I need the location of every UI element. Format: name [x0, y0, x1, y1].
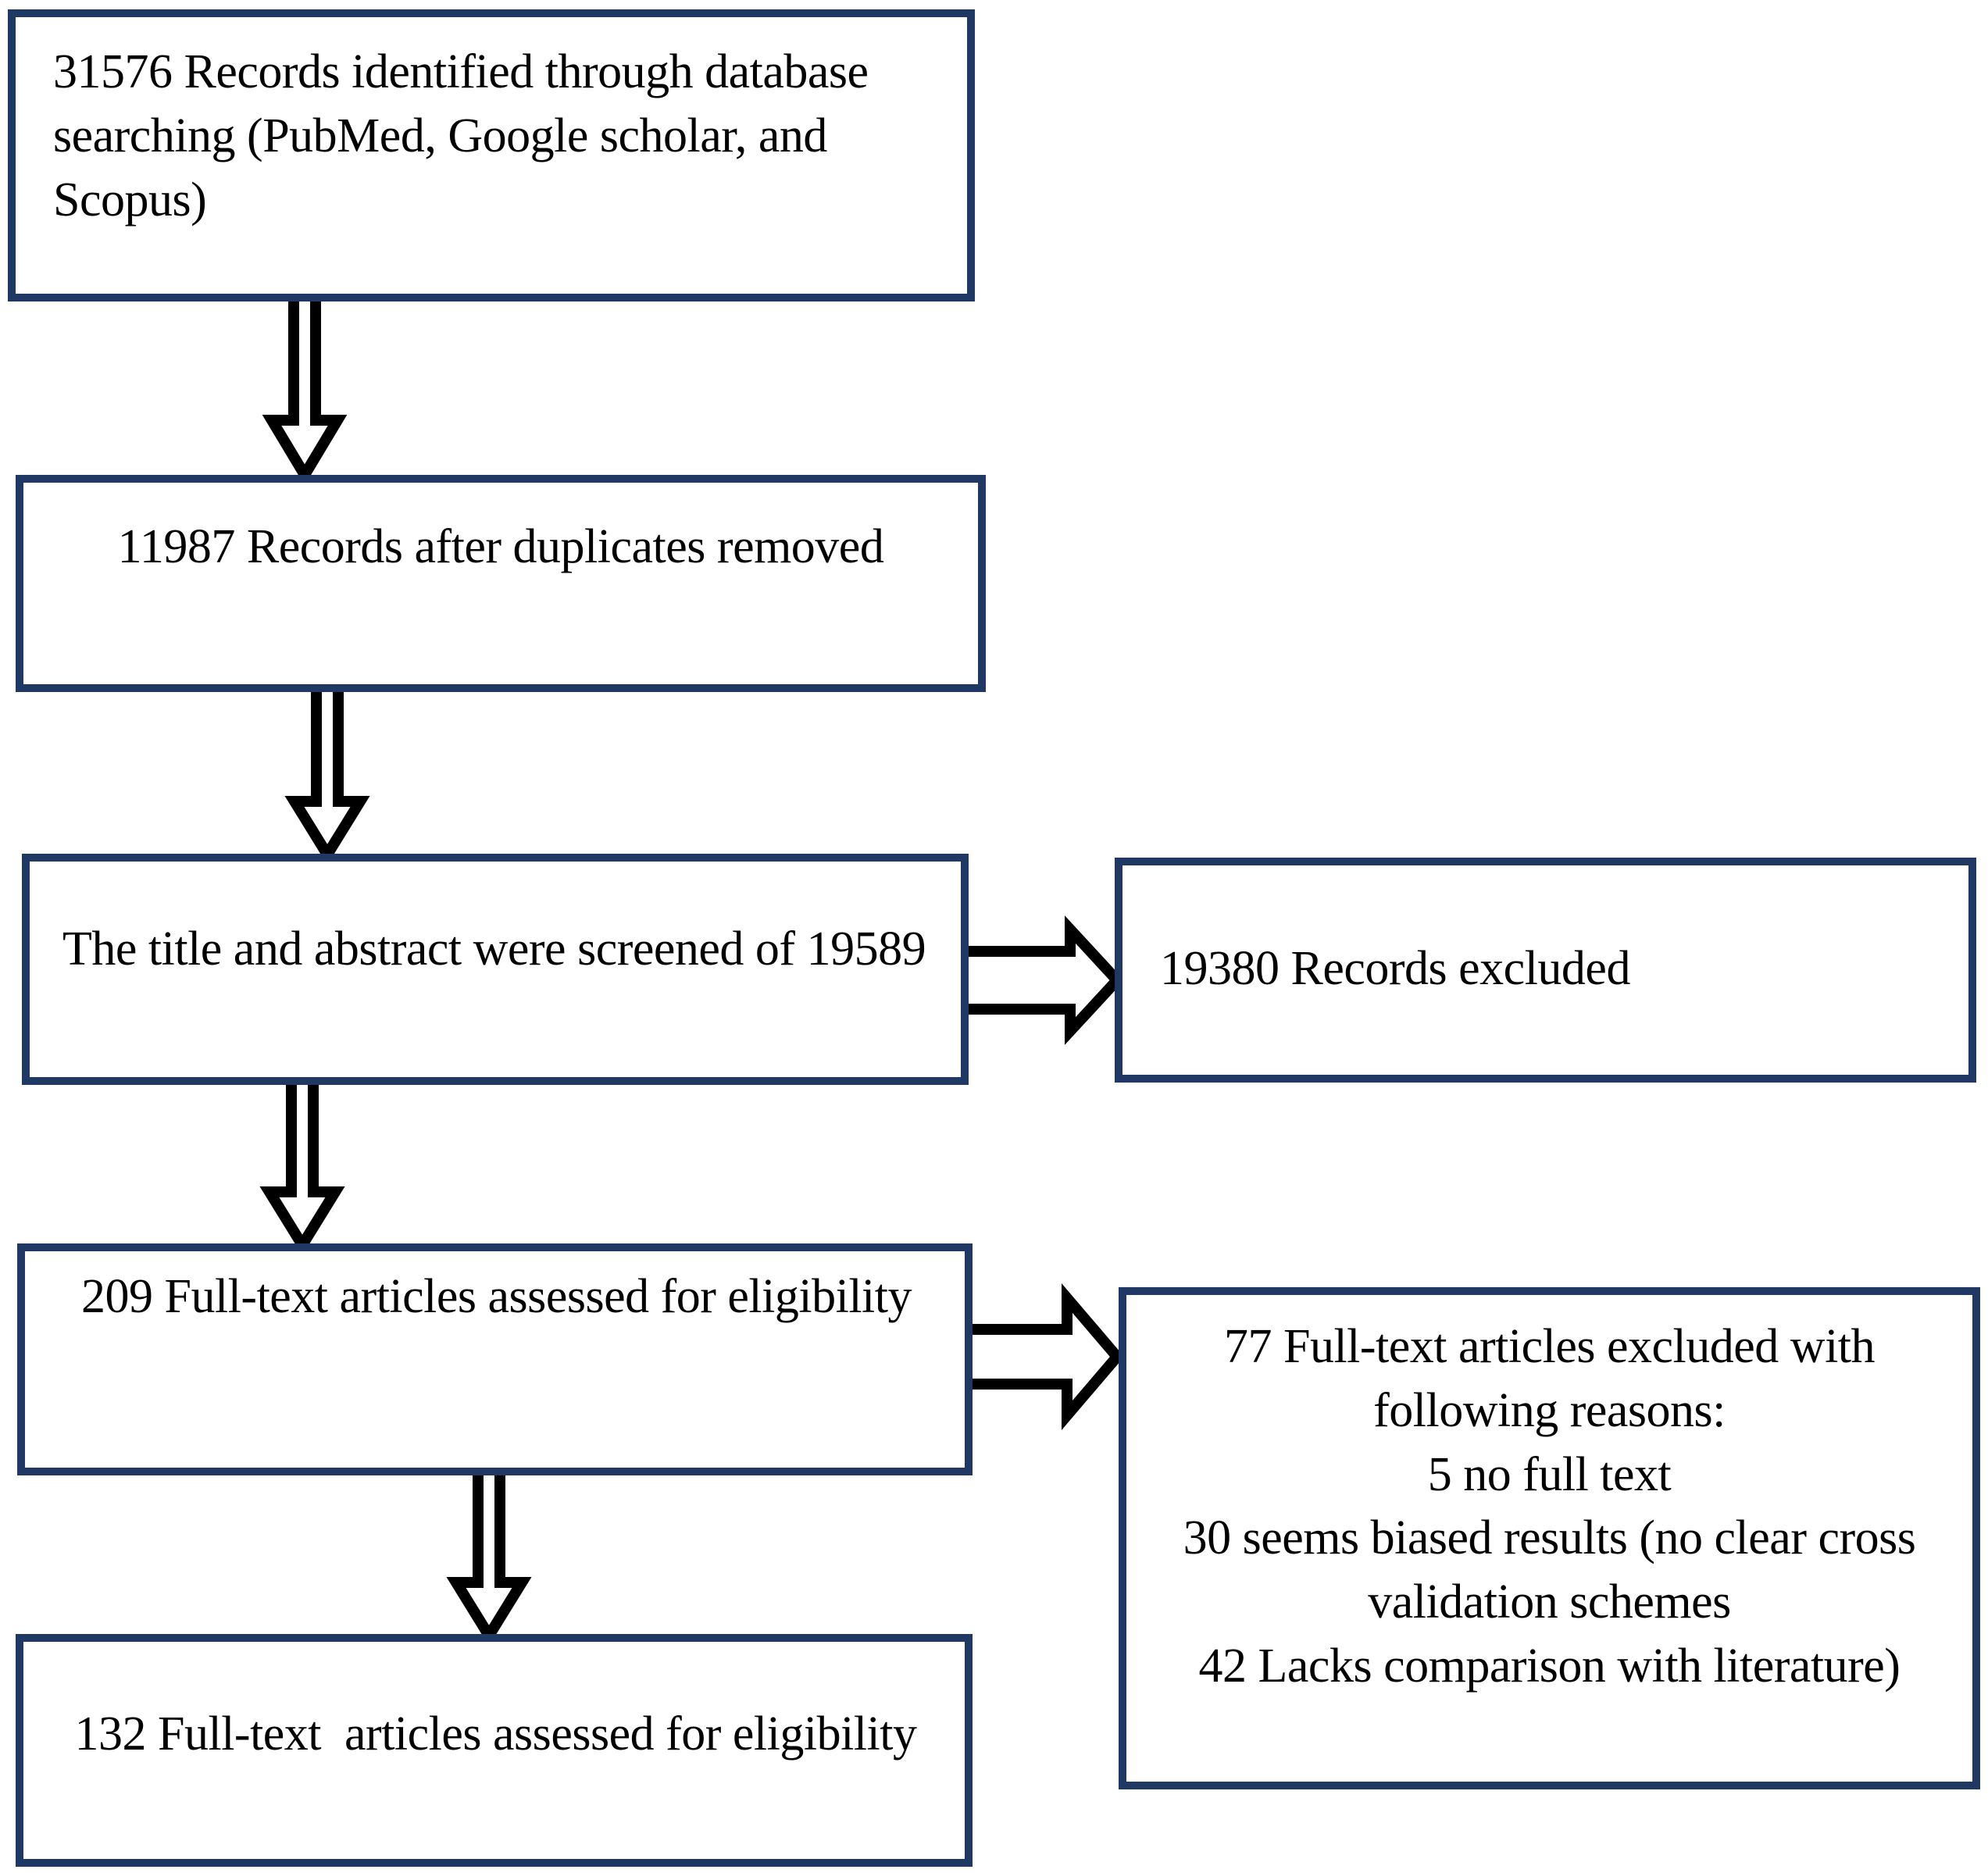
box-title-abstract-screened-text: The title and abstract were screened of … [62, 922, 926, 976]
arrow-screened-to-fulltext-assessed [259, 1072, 345, 1256]
box-fulltext-articles-assessed: 209 Full-text articles assessed for elig… [17, 1243, 973, 1475]
down-arrow-icon [284, 680, 370, 865]
box-records-excluded: 19380 Records excluded [1115, 858, 1976, 1083]
box-title-abstract-screened: The title and abstract were screened of … [22, 854, 969, 1085]
down-arrow-icon [259, 1072, 345, 1256]
down-arrow-icon [262, 290, 348, 486]
box-final-articles-included: 132 Full-text articles assessed for elig… [16, 1634, 973, 1867]
box-records-after-duplicates-text: 11987 Records after duplicates removed [117, 520, 884, 573]
right-arrow-icon [951, 1283, 1125, 1430]
box-records-identified-text: 31576 Records identified through databas… [53, 45, 880, 227]
arrow-identification-to-duplicates [262, 290, 348, 486]
box-fulltext-articles-excluded-text: 77 Full-text articles excluded with foll… [1183, 1320, 1916, 1693]
box-final-articles-included-text: 132 Full-text articles assessed for elig… [74, 1707, 917, 1761]
box-fulltext-articles-assessed-text: 209 Full-text articles assessed for elig… [80, 1270, 912, 1323]
down-arrow-icon [446, 1463, 532, 1646]
arrow-duplicates-to-screened [284, 680, 370, 865]
arrow-screened-to-records-excluded [955, 915, 1125, 1045]
box-fulltext-articles-excluded: 77 Full-text articles excluded with foll… [1119, 1287, 1980, 1789]
arrow-fulltext-assessed-to-fulltext-excluded [951, 1283, 1125, 1430]
arrow-fulltext-assessed-to-final-included [446, 1463, 532, 1646]
box-records-excluded-text: 19380 Records excluded [1160, 942, 1630, 995]
right-arrow-icon [955, 915, 1125, 1045]
box-records-after-duplicates: 11987 Records after duplicates removed [16, 475, 986, 692]
box-records-identified: 31576 Records identified through databas… [8, 9, 975, 301]
